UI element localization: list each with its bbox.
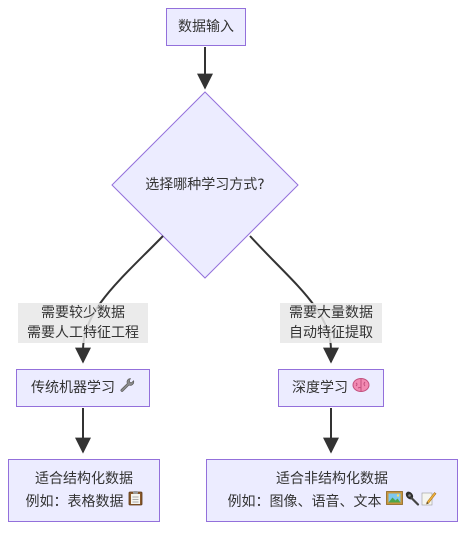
node-structured-data: 适合结构化数据 例如：表格数据 — [8, 459, 160, 522]
node-data-input: 数据输入 — [166, 8, 246, 46]
edge-decision-traditional — [75, 235, 164, 364]
node-structured-data-line1: 适合结构化数据 — [35, 471, 133, 487]
decision-label-text: 选择哪种学习方式? — [145, 177, 265, 193]
edge-label-right-line2: 自动特征提取 — [289, 325, 373, 341]
edge-label-left-line2: 需要人工特征工程 — [27, 325, 139, 341]
node-unstructured-data-line2: 例如：图像、语音、文本 — [227, 493, 382, 510]
edge-label-right-line1: 需要大量数据 — [289, 305, 373, 321]
edge-label-right: 需要大量数据 自动特征提取 — [280, 303, 382, 343]
node-unstructured-data-line1: 适合非结构化数据 — [276, 471, 388, 487]
node-unstructured-data: 适合非结构化数据 例如：图像、语音、文本 — [206, 459, 458, 522]
brain-icon — [352, 377, 370, 400]
framed-picture-icon — [385, 490, 403, 513]
node-traditional-ml: 传统机器学习 — [16, 369, 150, 407]
node-structured-data-line2-row: 例如：表格数据 — [26, 490, 143, 513]
decision-label: 选择哪种学习方式? — [112, 175, 298, 195]
edge-decision-deep — [249, 235, 339, 364]
node-data-input-label: 数据输入 — [178, 19, 234, 35]
decision-diamond — [111, 91, 299, 279]
node-unstructured-data-line2-row: 例如：图像、语音、文本 — [228, 490, 437, 513]
edge-label-left: 需要较少数据 需要人工特征工程 — [18, 303, 148, 343]
node-traditional-ml-label: 传统机器学习 — [31, 380, 115, 396]
node-deep-learning: 深度学习 — [278, 369, 384, 407]
wrench-icon — [119, 377, 135, 400]
node-deep-learning-label: 深度学习 — [292, 380, 348, 396]
microphone-icon — [404, 490, 420, 513]
node-structured-data-line2: 例如：表格数据 — [25, 493, 124, 510]
clipboard-icon — [128, 490, 143, 513]
edge-label-left-line1: 需要较少数据 — [41, 305, 125, 321]
pencil-icon — [421, 490, 437, 513]
